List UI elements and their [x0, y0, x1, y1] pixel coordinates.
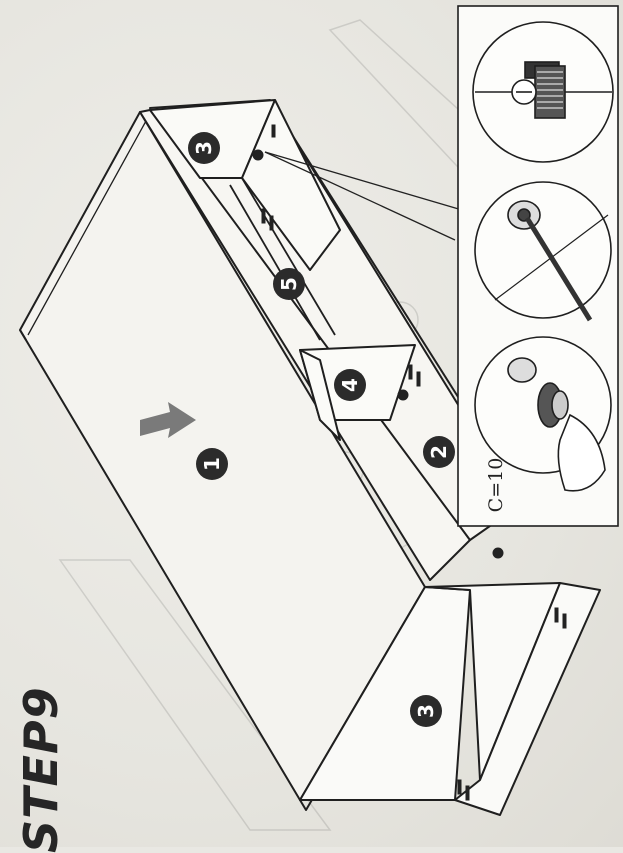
detail-inset [458, 6, 618, 526]
callout-part-5: 5 [273, 268, 305, 300]
inset-quantity-label: C=10 [485, 455, 515, 515]
callout-part-1: 1 [196, 448, 228, 480]
callout-part-2: 2 [423, 436, 455, 468]
step-title: STEP9 [11, 703, 71, 853]
callout-part-4: 4 [334, 369, 366, 401]
callout-part-3-top: 3 [188, 132, 220, 164]
callout-part-3-bottom: 3 [410, 695, 442, 727]
